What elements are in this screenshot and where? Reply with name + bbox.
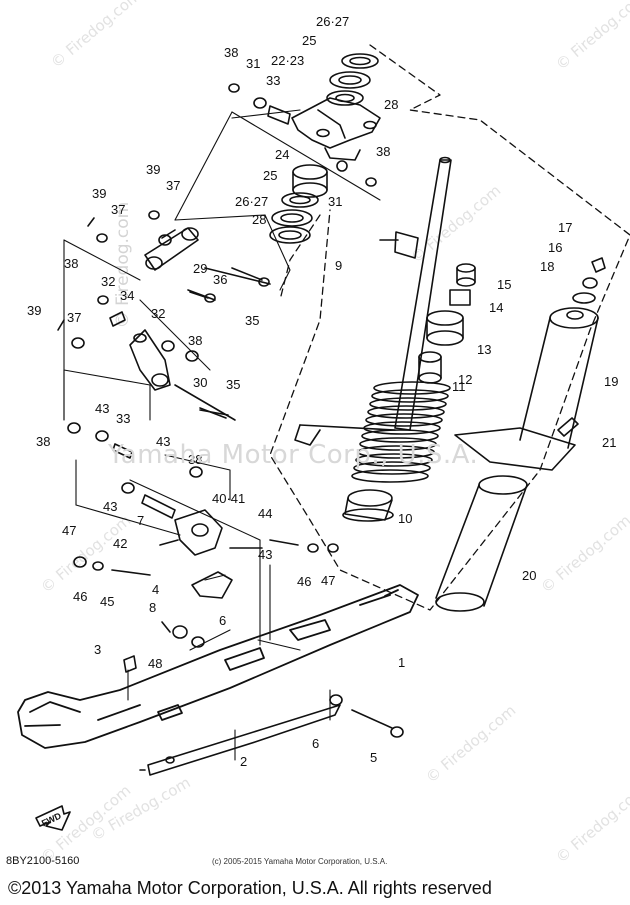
label-38-right: 38 [376, 144, 390, 159]
dashed-box-shock [269, 44, 630, 611]
label-11: 11 [452, 379, 466, 394]
label-6-lower: 6 [312, 736, 319, 751]
diagram-code: 8BY2100-5160 [6, 855, 80, 867]
label-19: 19 [604, 374, 618, 389]
label-10: 10 [398, 511, 412, 526]
label-16: 16 [548, 240, 562, 255]
label-7: 7 [137, 513, 144, 528]
copyright-main: ©2013 Yamaha Motor Corporation, U.S.A. A… [8, 878, 492, 898]
label-26-27-mid: 26·27 [235, 194, 268, 209]
label-15: 15 [497, 277, 511, 292]
copyright-small: (c) 2005-2015 Yamaha Motor Corporation, … [212, 857, 388, 866]
dashed-box-inner [279, 214, 321, 301]
label-39-top: 39 [146, 162, 160, 177]
label-33-left: 33 [116, 411, 130, 426]
label-32-left: 32 [101, 274, 115, 289]
label-37-low: 37 [67, 310, 81, 325]
label-40-41: 40·41 [212, 491, 245, 506]
label-18: 18 [540, 259, 554, 274]
label-38-mid: 38 [188, 333, 202, 348]
label-13: 13 [477, 342, 491, 357]
label-37-top: 37 [166, 178, 180, 193]
label-12: 12 [458, 372, 472, 387]
label-34: 34 [120, 288, 134, 303]
label-46-left: 46 [73, 589, 87, 604]
label-31-top: 31 [246, 56, 260, 71]
label-42: 42 [113, 536, 127, 551]
label-6-upper: 6 [219, 613, 226, 628]
rocker-arm-drawing [129, 329, 236, 421]
label-30: 30 [193, 375, 207, 390]
label-45: 45 [100, 594, 114, 609]
runner-drawing [139, 704, 341, 776]
label-35-upper: 35 [245, 313, 259, 328]
label-29: 29 [193, 261, 207, 276]
label-26-27-top: 26·27 [316, 14, 349, 29]
label-38-low: 38 [36, 434, 50, 449]
label-43-b: 43 [156, 434, 170, 449]
fwd-arrow-icon [35, 805, 71, 831]
label-20: 20 [522, 568, 536, 583]
label-2: 2 [240, 754, 247, 769]
label-28-mid: 28 [252, 212, 266, 227]
label-43-a: 43 [95, 401, 109, 416]
label-37-mid: 37 [111, 202, 125, 217]
label-4: 4 [152, 582, 159, 597]
label-9: 9 [335, 258, 342, 273]
fwd-label: FWD [40, 810, 63, 828]
middle-collar-stack-drawing [269, 164, 328, 244]
label-14: 14 [489, 300, 503, 315]
label-31-mid: 31 [328, 194, 342, 209]
label-8: 8 [149, 600, 156, 615]
label-32-right: 32 [151, 306, 165, 321]
spring-seat-parts-drawing [342, 263, 476, 522]
label-3: 3 [94, 642, 101, 657]
coil-spring-drawing [351, 381, 451, 483]
label-43-d: 43 [258, 547, 272, 562]
label-38-center: 38 [188, 452, 202, 467]
shock-body-drawing [454, 307, 599, 471]
part-labels: 1 2 3 4 5 6 6 7 8 9 10 11 12 13 14 15 16… [27, 14, 618, 828]
shock-cover-drawing [435, 475, 528, 612]
label-25-top: 25 [302, 33, 316, 48]
top-washer-stack-drawing [326, 53, 379, 106]
label-48: 48 [148, 656, 162, 671]
label-38-top: 38 [224, 45, 238, 60]
label-5: 5 [370, 750, 377, 765]
label-38-left: 38 [64, 256, 78, 271]
label-46-right: 46 [297, 574, 311, 589]
label-21: 21 [602, 435, 616, 450]
label-25-mid: 25 [263, 168, 277, 183]
label-33-top: 33 [266, 73, 280, 88]
label-44: 44 [258, 506, 272, 521]
label-47-right: 47 [321, 573, 335, 588]
label-24: 24 [275, 147, 289, 162]
upper-bracket-drawing [291, 97, 381, 161]
watermark-center: Yamaha Motor Corp., U.S.A. [108, 440, 479, 470]
ski-drawing [17, 584, 419, 749]
label-39-low: 39 [27, 303, 41, 318]
label-39-mid: 39 [92, 186, 106, 201]
label-36: 36 [213, 272, 227, 287]
label-1: 1 [398, 655, 405, 670]
label-47-left: 47 [62, 523, 76, 538]
spindle-drawing [159, 509, 299, 556]
linkage-arm-drawing [144, 227, 271, 301]
label-22-23: 22·23 [271, 53, 304, 68]
label-43-c: 43 [103, 499, 117, 514]
label-35-lower: 35 [226, 377, 240, 392]
label-17: 17 [558, 220, 572, 235]
label-28-top: 28 [384, 97, 398, 112]
